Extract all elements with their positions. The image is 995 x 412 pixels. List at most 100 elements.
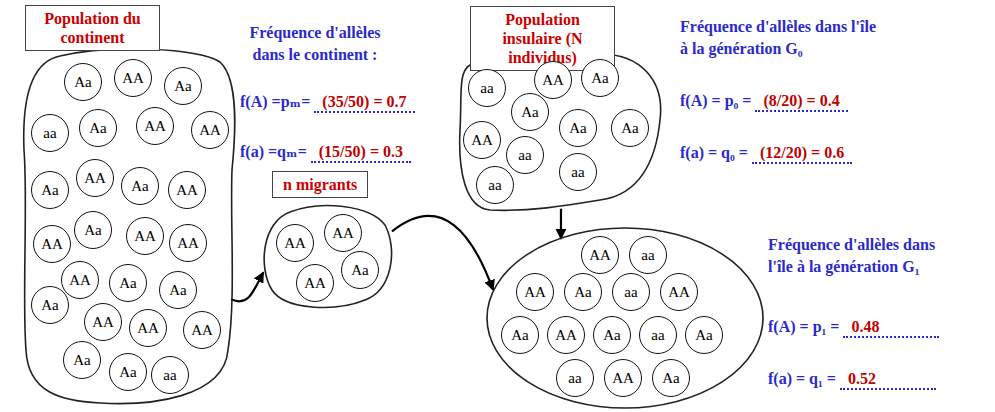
- frequency-row: f(a) = q₀ =(12/20) = 0.6: [680, 144, 852, 164]
- genotype-label: Aa: [521, 104, 539, 120]
- individual-circle: Aa: [559, 109, 597, 147]
- migration-arrow: [560, 209, 562, 239]
- individual-circle: Aa: [593, 316, 631, 354]
- individual-circle: aa: [506, 136, 544, 174]
- genotype-label: Aa: [695, 327, 713, 343]
- individual-circle: AA: [534, 61, 572, 99]
- genotype-label: aa: [488, 177, 501, 193]
- genotype-label: AA: [137, 320, 159, 336]
- genotype-label: Aa: [574, 284, 592, 300]
- individual-circle: AA: [61, 261, 99, 299]
- genotype-label: AA: [332, 225, 354, 241]
- frequency-heading: Fréquence d'allèles dans l'île à la géné…: [680, 18, 876, 57]
- genotype-label: Aa: [351, 262, 369, 278]
- island-next-generation: AAaaAAAaaaAAAaAAAaaaAaaaAAAa: [487, 228, 763, 408]
- frequency-heading: Fréquence d'allèles dans le continent :: [249, 24, 380, 63]
- genotype-label: aa: [480, 80, 493, 96]
- genotype-label: AA: [144, 118, 166, 134]
- genotype-label: Aa: [621, 120, 639, 136]
- individual-circle: AA: [76, 159, 114, 197]
- individual-circle: AA: [296, 264, 334, 302]
- genotype-label: aa: [571, 164, 584, 180]
- genotype-label: Aa: [84, 222, 102, 238]
- individual-circle: Aa: [159, 271, 197, 309]
- genotype-label: aa: [624, 284, 637, 300]
- frequency-row: f(A) = p₀ =(8/20) = 0.4: [680, 92, 848, 112]
- frequency-value: (15/50) = 0.3: [311, 143, 411, 163]
- individual-circle: Aa: [341, 251, 379, 289]
- individual-circle: Aa: [652, 359, 690, 397]
- genotype-label: aa: [651, 327, 664, 343]
- migration-arrow: [392, 216, 493, 290]
- individual-circle: AA: [169, 224, 207, 262]
- frequency-value: (12/20) = 0.6: [752, 144, 852, 164]
- individual-circle: Aa: [109, 264, 147, 302]
- population-label: Population du continent: [32, 9, 153, 47]
- individual-circle: Aa: [564, 273, 602, 311]
- individual-circle: AA: [126, 217, 164, 255]
- population-label: n migrants: [283, 175, 357, 194]
- individual-circle: Aa: [121, 167, 159, 205]
- genotype-label: aa: [641, 247, 654, 263]
- genotype-label: Aa: [569, 120, 587, 136]
- genotype-label: Aa: [74, 74, 92, 90]
- individual-circle: Aa: [109, 353, 147, 391]
- genotype-label: aa: [163, 367, 176, 383]
- region-outline-path: [487, 228, 763, 408]
- individual-circle: AA: [136, 107, 174, 145]
- individual-circle: AA: [168, 171, 206, 209]
- individual-circle: AA: [581, 236, 619, 274]
- individual-circle: aa: [151, 356, 189, 394]
- population-label-box: n migrants: [272, 171, 368, 198]
- genotype-label: Aa: [89, 120, 107, 136]
- individual-circle: AA: [547, 316, 585, 354]
- genotype-label: AA: [191, 322, 213, 338]
- frequency-formula: f(a) =qₘ=: [240, 142, 307, 161]
- frequency-value: (35/50) = 0.7: [314, 93, 414, 113]
- genotype-label: AA: [69, 272, 91, 288]
- genotype-label: Aa: [73, 352, 91, 368]
- genotype-label: AA: [668, 284, 690, 300]
- genotype-label: Aa: [41, 297, 59, 313]
- individual-circle: Aa: [511, 93, 549, 131]
- genotype-label: AA: [612, 370, 634, 386]
- population-label: Population insulaire (N individus): [477, 10, 608, 67]
- island-population: Population insulaire (N individus)aaAAAa…: [455, 3, 667, 215]
- genotype-label: AA: [199, 122, 221, 138]
- genotype-label: AA: [122, 70, 144, 86]
- individual-circle: Aa: [611, 109, 649, 147]
- individual-circle: aa: [468, 69, 506, 107]
- genotype-label: Aa: [41, 182, 59, 198]
- migrant-group: n migrantsAA AA AA Aa: [262, 168, 397, 313]
- genotype-label: aa: [518, 147, 531, 163]
- individual-circle: AA: [129, 309, 167, 347]
- individual-circle: AA: [516, 273, 554, 311]
- genotype-label: Aa: [169, 282, 187, 298]
- frequency-heading-box: Fréquence d'allèles dans l'île à la géné…: [680, 16, 885, 60]
- region-outline-path: [460, 54, 661, 210]
- individual-circle: Aa: [74, 211, 112, 249]
- frequency-formula: f(A) = p₀ =: [680, 92, 751, 110]
- genotype-label: Aa: [662, 370, 680, 386]
- individual-circle: aa: [476, 166, 514, 204]
- genotype-label: Aa: [131, 178, 149, 194]
- genotype-label: AA: [542, 72, 564, 88]
- individual-circle: Aa: [63, 341, 101, 379]
- individual-circle: AA: [84, 303, 122, 341]
- individual-circle: AA: [463, 121, 501, 159]
- frequency-formula: f(A) =pₘ=: [240, 92, 310, 111]
- individual-circle: AA: [604, 359, 642, 397]
- individual-circle: Aa: [31, 171, 69, 209]
- frequency-row: f(a) =qₘ=(15/50) = 0.3: [240, 142, 411, 163]
- genotype-label: Aa: [591, 70, 609, 86]
- individual-circle: Aa: [501, 316, 539, 354]
- frequency-heading: Fréquence d'allèles dans l'île à la géné…: [768, 236, 935, 275]
- frequency-row: f(a) = q₁ =0.52: [768, 370, 936, 390]
- genotype-label: aa: [43, 125, 56, 141]
- genotype-label: AA: [284, 235, 306, 251]
- individual-circle: aa: [639, 316, 677, 354]
- individual-circle: AA: [114, 59, 152, 97]
- individual-circle: AA: [276, 224, 314, 262]
- individual-circle: Aa: [581, 59, 619, 97]
- frequency-formula: f(A) = p₁ =: [768, 318, 839, 336]
